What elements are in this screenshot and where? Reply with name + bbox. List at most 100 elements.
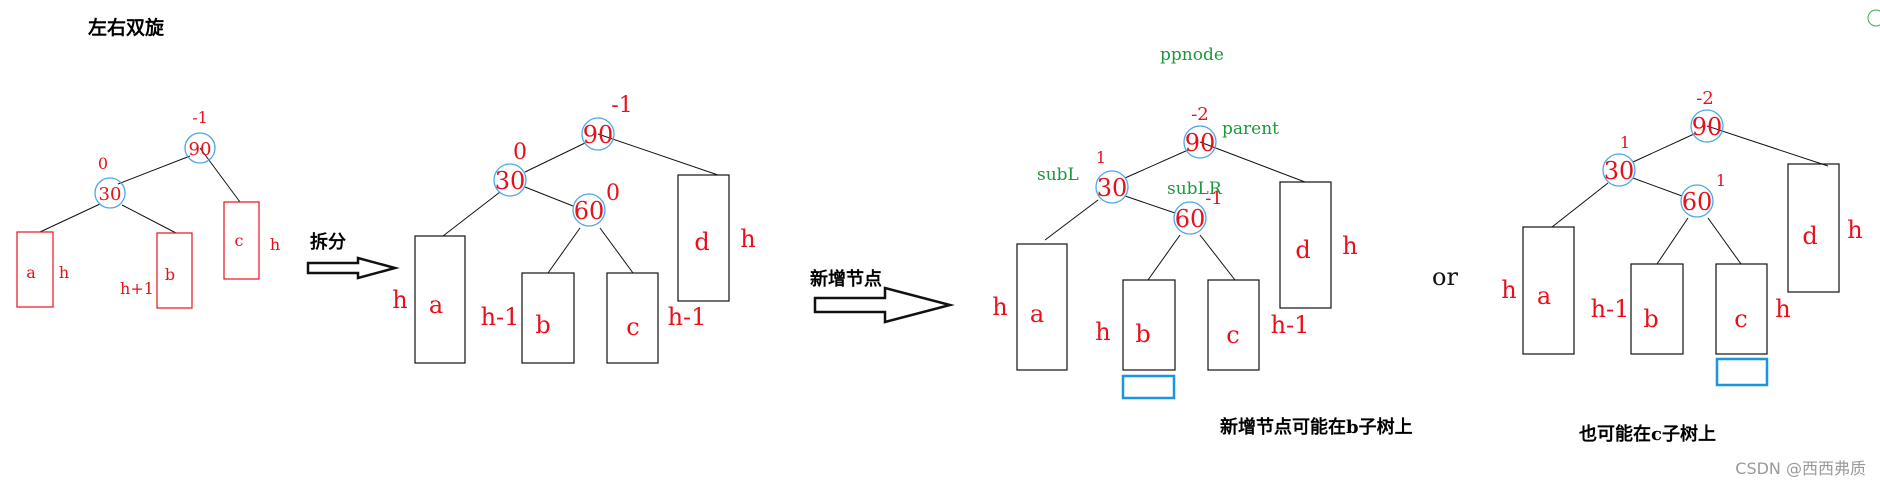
caption-b: 新增节点可能在b子树上 xyxy=(1220,416,1413,438)
subtree-box xyxy=(1630,263,1684,355)
tree-node-circle xyxy=(1602,153,1636,187)
subtree-label: a xyxy=(1030,300,1044,328)
node-key-30: 30 xyxy=(1097,174,1128,202)
diagram-1-original-tree: 90 -1 30 0 a h b h+1 c h xyxy=(16,108,280,309)
node-key-90: 90 xyxy=(189,139,212,160)
new-node-box xyxy=(1715,357,1769,387)
balance-factor: 1 xyxy=(1620,133,1630,152)
edge xyxy=(1632,177,1683,197)
balance-factor: -1 xyxy=(1205,188,1223,209)
split-arrow-label: 拆分 xyxy=(310,231,346,253)
edge xyxy=(1551,182,1609,228)
edge xyxy=(121,204,177,234)
subtree-label: c xyxy=(626,313,639,341)
balance-factor: 0 xyxy=(606,181,620,206)
subtree-box xyxy=(1522,226,1575,355)
subtree-label: c xyxy=(1226,321,1239,349)
subtree-label: b xyxy=(535,311,550,339)
subtree-box xyxy=(1016,243,1068,371)
edge xyxy=(1632,133,1695,163)
subtree-label: d xyxy=(1295,236,1310,264)
node-key-60: 60 xyxy=(574,197,605,225)
height-label: h xyxy=(992,293,1007,321)
edge xyxy=(1147,234,1181,281)
edge xyxy=(117,155,191,185)
height-label: h xyxy=(1775,295,1790,323)
edge xyxy=(524,142,586,173)
arrow-shape xyxy=(306,256,400,280)
node-key-90: 90 xyxy=(1185,129,1216,157)
diagram-2-split-tree: 90 -1 30 0 60 0 a h b h-1 c h-1 d h xyxy=(392,93,756,364)
tree-node-circle xyxy=(581,117,615,151)
subtree-box xyxy=(223,201,260,280)
subtree-label: d xyxy=(694,228,709,256)
edge xyxy=(442,191,501,237)
edge xyxy=(1124,195,1176,214)
edge xyxy=(39,203,101,233)
height-label: h xyxy=(1342,232,1357,260)
subtree-box xyxy=(414,235,466,364)
subtree-label: b xyxy=(1643,305,1658,333)
balance-factor: 1 xyxy=(1716,171,1726,190)
subtree-box xyxy=(1787,163,1840,293)
height-label: h xyxy=(392,286,407,314)
edge xyxy=(547,227,581,274)
height-label: h xyxy=(59,263,69,282)
tree-node-circle xyxy=(94,177,126,209)
height-label: h+1 xyxy=(120,279,154,298)
balance-factor: -2 xyxy=(1696,88,1714,109)
height-label: h-1 xyxy=(1591,295,1630,323)
balance-factor: -2 xyxy=(1191,104,1209,125)
balance-factor: 0 xyxy=(98,154,108,173)
arrow-shape xyxy=(813,286,955,324)
edge xyxy=(599,227,634,274)
edge xyxy=(1707,217,1742,265)
edge xyxy=(1656,217,1689,265)
height-label: h xyxy=(740,225,755,253)
insert-arrow-label: 新增节点 xyxy=(810,268,882,290)
tree-node-circle xyxy=(572,193,606,227)
subtree-label: a xyxy=(1537,282,1551,310)
height-label: h-1 xyxy=(1271,311,1310,339)
subtree-box xyxy=(1122,279,1176,371)
node-key-30: 30 xyxy=(99,184,122,205)
node-key-60: 60 xyxy=(1682,188,1713,216)
subtree-label: d xyxy=(1802,222,1817,250)
subtree-label: c xyxy=(235,231,244,250)
height-label: h-1 xyxy=(481,303,520,331)
diagram-4-insert-in-c: 90 -2 30 1 60 1 a h b h-1 c h d h 也可能在c子… xyxy=(1501,88,1862,445)
height-label: h xyxy=(1501,276,1516,304)
edge xyxy=(199,147,241,203)
subtree-label: b xyxy=(1135,320,1150,348)
balance-factor: -1 xyxy=(192,108,208,127)
tree-node-circle xyxy=(1183,125,1217,159)
tree-node-circle xyxy=(1095,170,1129,204)
balance-factor: 0 xyxy=(513,140,527,165)
height-label: h xyxy=(1095,318,1110,346)
corner-indicator-icon[interactable] xyxy=(1867,9,1880,27)
insert-arrow: 新增节点 xyxy=(810,268,955,324)
height-label: h xyxy=(1847,216,1862,244)
tree-node-circle xyxy=(184,132,216,164)
subLR-label: subLR xyxy=(1167,179,1223,199)
tree-node-circle xyxy=(493,163,527,197)
ppnode-label: ppnode xyxy=(1160,45,1224,65)
watermark: CSDN @西西弗质 xyxy=(1735,459,1866,478)
edge xyxy=(1199,234,1236,281)
split-arrow: 拆分 xyxy=(306,231,400,280)
tree-node-circle xyxy=(1173,201,1207,235)
tree-node-circle xyxy=(1680,184,1714,218)
edge xyxy=(1124,149,1189,179)
subtree-label: a xyxy=(26,263,36,282)
subL-label: subL xyxy=(1037,165,1079,185)
tree-node-circle xyxy=(1690,109,1724,143)
subtree-label: c xyxy=(1734,305,1747,333)
node-key-60: 60 xyxy=(1175,205,1206,233)
node-key-30: 30 xyxy=(1604,157,1635,185)
edge xyxy=(597,133,719,176)
node-key-90: 90 xyxy=(1692,113,1723,141)
new-node-box xyxy=(1121,374,1176,400)
edge xyxy=(1199,141,1306,183)
diagram-3-insert-in-b: ppnode 90 -2 parent 30 1 subL 60 -1 subL… xyxy=(992,45,1412,438)
subtree-box xyxy=(521,272,575,364)
